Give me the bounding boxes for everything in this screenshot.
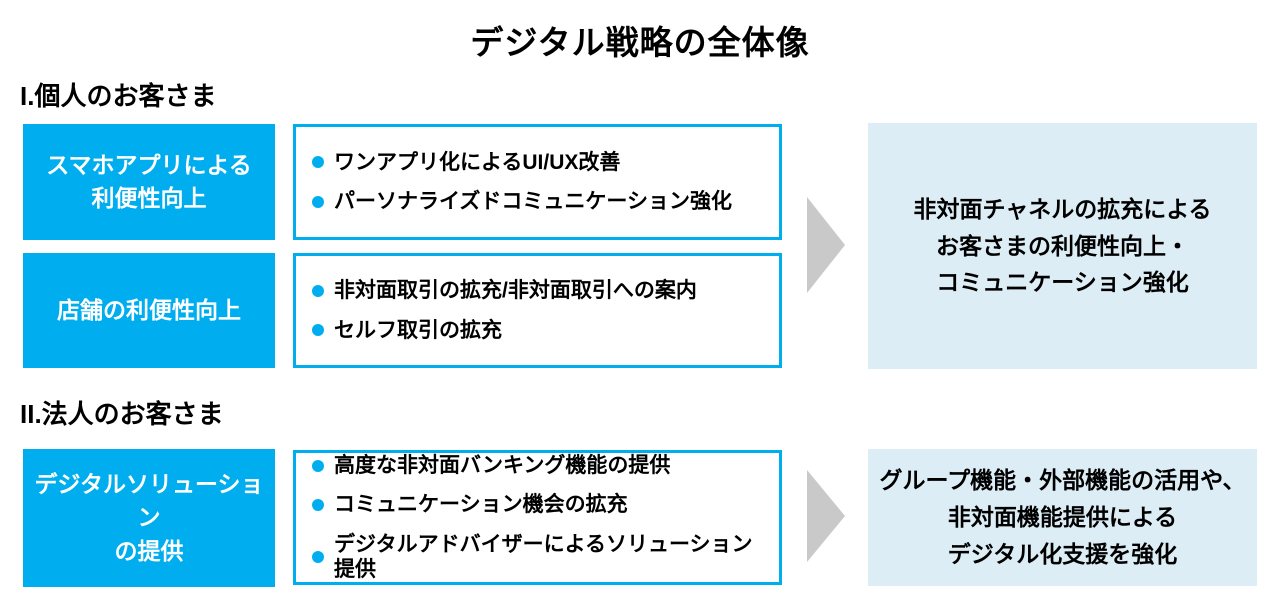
list-item: コミュニケーション機会の拡充 xyxy=(312,492,769,517)
bullet-text: コミュニケーション機会の拡充 xyxy=(334,493,628,517)
label-text: スマホアプリによる 利便性向上 xyxy=(46,151,252,211)
list-item: ワンアプリ化によるUI/UX改善 xyxy=(312,150,769,175)
label-box-digital-solution: デジタルソリューション の提供 xyxy=(23,449,275,587)
label-text: 店舗の利便性向上 xyxy=(57,296,241,323)
label-box-branch: 店舗の利便性向上 xyxy=(23,253,275,368)
list-item: 非対面取引の拡充/非対面取引への案内 xyxy=(312,278,769,303)
bullet-dot-icon xyxy=(312,550,324,563)
bullet-dot-icon xyxy=(312,459,324,472)
bullet-text: ワンアプリ化によるUI/UX改善 xyxy=(334,150,621,174)
right-arrow-icon xyxy=(807,470,845,562)
right-arrow-icon xyxy=(807,197,845,293)
bullet-text: 高度な非対面バンキング機能の提供 xyxy=(334,454,671,478)
bullet-text: 非対面取引の拡充/非対面取引への案内 xyxy=(334,279,697,303)
bullet-text: セルフ取引の拡充 xyxy=(334,318,502,342)
section-heading-individual: I.個人のお客さま xyxy=(20,81,217,111)
page-title: デジタル戦略の全体像 xyxy=(470,24,810,61)
bullet-dot-icon xyxy=(312,324,324,337)
bullet-text: デジタルアドバイザーによるソリューション提供 xyxy=(334,532,753,581)
list-item: 高度な非対面バンキング機能の提供 xyxy=(312,453,769,478)
bullet-box-smartphone-app: ワンアプリ化によるUI/UX改善 パーソナライズドコミュニケーション強化 xyxy=(293,124,782,240)
bullet-box-digital-solution: 高度な非対面バンキング機能の提供 コミュニケーション機会の拡充 デジタルアドバイ… xyxy=(293,450,782,585)
outcome-box-individual: 非対面チャネルの拡充による お客さまの利便性向上・ コミュニケーション強化 xyxy=(868,123,1257,369)
list-item: セルフ取引の拡充 xyxy=(312,318,769,343)
bullet-box-branch: 非対面取引の拡充/非対面取引への案内 セルフ取引の拡充 xyxy=(293,253,782,368)
list-item: デジタルアドバイザーによるソリューション提供 xyxy=(312,532,769,582)
bullet-text: パーソナライズドコミュニケーション強化 xyxy=(334,190,732,213)
bullet-dot-icon xyxy=(312,195,324,208)
outcome-box-corporate: グループ機能・外部機能の活用や、 非対面機能提供による デジタル化支援を強化 xyxy=(868,449,1257,586)
bullet-dot-icon xyxy=(312,498,324,511)
bullet-dot-icon xyxy=(312,284,324,297)
label-text: デジタルソリューション の提供 xyxy=(34,470,264,564)
bullet-dot-icon xyxy=(312,156,324,169)
section-heading-corporate: II.法人のお客さま xyxy=(20,399,224,429)
label-box-smartphone-app: スマホアプリによる 利便性向上 xyxy=(23,124,275,240)
list-item: パーソナライズドコミュニケーション強化 xyxy=(312,189,769,214)
outcome-text: 非対面チャネルの拡充による お客さまの利便性向上・ コミュニケーション強化 xyxy=(913,195,1212,296)
outcome-text: グループ機能・外部機能の活用や、 非対面機能提供による デジタル化支援を強化 xyxy=(879,467,1246,567)
